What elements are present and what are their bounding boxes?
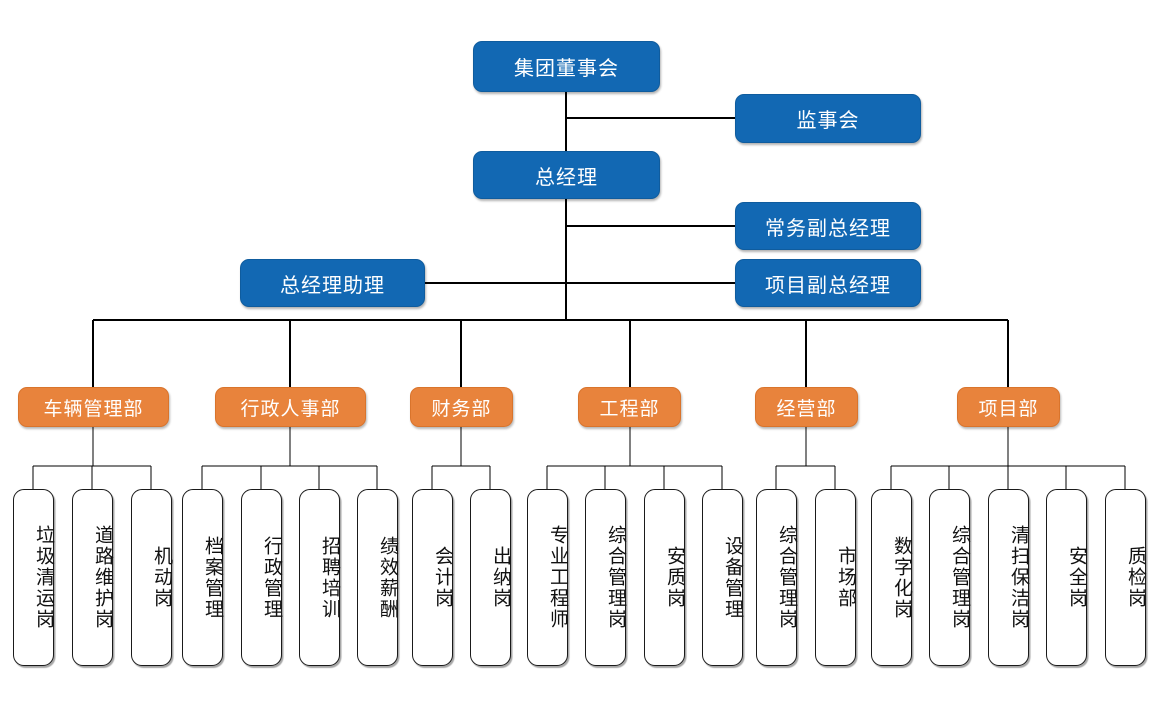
position-label: 安全岗 bbox=[1066, 546, 1087, 609]
dept-label: 车辆管理部 bbox=[43, 398, 144, 420]
position-accounting[interactable]: 会计岗 bbox=[412, 489, 453, 666]
dept-label: 经营部 bbox=[776, 398, 837, 420]
position-label: 综合管理岗 bbox=[949, 525, 970, 630]
dept-vehicle-management[interactable]: 车辆管理部 bbox=[18, 387, 169, 427]
dept-label: 工程部 bbox=[599, 398, 660, 420]
position-archive-management[interactable]: 档案管理 bbox=[182, 489, 223, 666]
dept-label: 行政人事部 bbox=[240, 398, 341, 420]
position-market-department[interactable]: 市场部 bbox=[815, 489, 856, 666]
node-board-of-directors[interactable]: 集团董事会 bbox=[473, 41, 660, 92]
position-road-maintenance[interactable]: 道路维护岗 bbox=[72, 489, 113, 666]
node-label: 总经理 bbox=[535, 166, 598, 189]
position-safety[interactable]: 安全岗 bbox=[1046, 489, 1087, 666]
position-label: 绩效薪酬 bbox=[377, 535, 398, 620]
position-label: 数字化岗 bbox=[891, 535, 912, 620]
position-comprehensive-management-engineering[interactable]: 综合管理岗 bbox=[585, 489, 626, 666]
node-supervisory-board[interactable]: 监事会 bbox=[735, 94, 921, 143]
position-label: 安质岗 bbox=[664, 546, 685, 609]
node-label: 总经理助理 bbox=[280, 274, 385, 297]
position-label: 综合管理岗 bbox=[605, 525, 626, 630]
position-recruitment-training[interactable]: 招聘培训 bbox=[299, 489, 340, 666]
dept-finance[interactable]: 财务部 bbox=[410, 387, 513, 427]
position-label: 专业工程师 bbox=[547, 525, 568, 630]
dept-engineering[interactable]: 工程部 bbox=[578, 387, 681, 427]
position-label: 综合管理岗 bbox=[776, 525, 797, 630]
position-cashier[interactable]: 出纳岗 bbox=[470, 489, 511, 666]
position-label: 清扫保洁岗 bbox=[1008, 525, 1029, 630]
position-label: 质检岗 bbox=[1125, 546, 1146, 609]
node-executive-deputy-gm[interactable]: 常务副总经理 bbox=[735, 202, 921, 250]
node-project-deputy-gm[interactable]: 项目副总经理 bbox=[735, 259, 921, 307]
position-label: 道路维护岗 bbox=[92, 525, 113, 630]
dept-project[interactable]: 项目部 bbox=[957, 387, 1060, 427]
node-label: 监事会 bbox=[796, 110, 860, 132]
position-comprehensive-management-project[interactable]: 综合管理岗 bbox=[929, 489, 970, 666]
position-label: 市场部 bbox=[835, 546, 856, 609]
position-performance-compensation[interactable]: 绩效薪酬 bbox=[357, 489, 398, 666]
dept-operations[interactable]: 经营部 bbox=[755, 387, 858, 427]
node-label: 集团董事会 bbox=[514, 58, 619, 80]
position-label: 机动岗 bbox=[151, 546, 172, 609]
position-mobile-duty[interactable]: 机动岗 bbox=[131, 489, 172, 666]
position-label: 招聘培训 bbox=[319, 535, 340, 620]
position-digitalization[interactable]: 数字化岗 bbox=[871, 489, 912, 666]
position-equipment-management[interactable]: 设备管理 bbox=[702, 489, 743, 666]
position-label: 档案管理 bbox=[202, 535, 223, 620]
dept-admin-hr[interactable]: 行政人事部 bbox=[215, 387, 366, 427]
node-gm-assistant[interactable]: 总经理助理 bbox=[240, 259, 425, 307]
position-quality-inspection[interactable]: 质检岗 bbox=[1105, 489, 1146, 666]
position-comprehensive-management-operations[interactable]: 综合管理岗 bbox=[756, 489, 797, 666]
position-label: 垃圾清运岗 bbox=[33, 525, 54, 630]
position-safety-quality[interactable]: 安质岗 bbox=[644, 489, 685, 666]
node-label: 常务副总经理 bbox=[765, 217, 891, 240]
dept-label: 财务部 bbox=[431, 398, 492, 420]
position-label: 会计岗 bbox=[432, 546, 453, 609]
position-garbage-transport[interactable]: 垃圾清运岗 bbox=[13, 489, 54, 666]
position-label: 设备管理 bbox=[722, 535, 743, 620]
dept-label: 项目部 bbox=[978, 398, 1039, 420]
position-admin-management[interactable]: 行政管理 bbox=[241, 489, 282, 666]
position-cleaning-sanitation[interactable]: 清扫保洁岗 bbox=[988, 489, 1029, 666]
position-label: 出纳岗 bbox=[490, 546, 511, 609]
position-professional-engineer[interactable]: 专业工程师 bbox=[527, 489, 568, 666]
node-general-manager[interactable]: 总经理 bbox=[473, 151, 660, 199]
node-label: 项目副总经理 bbox=[765, 274, 891, 297]
position-label: 行政管理 bbox=[261, 535, 282, 620]
